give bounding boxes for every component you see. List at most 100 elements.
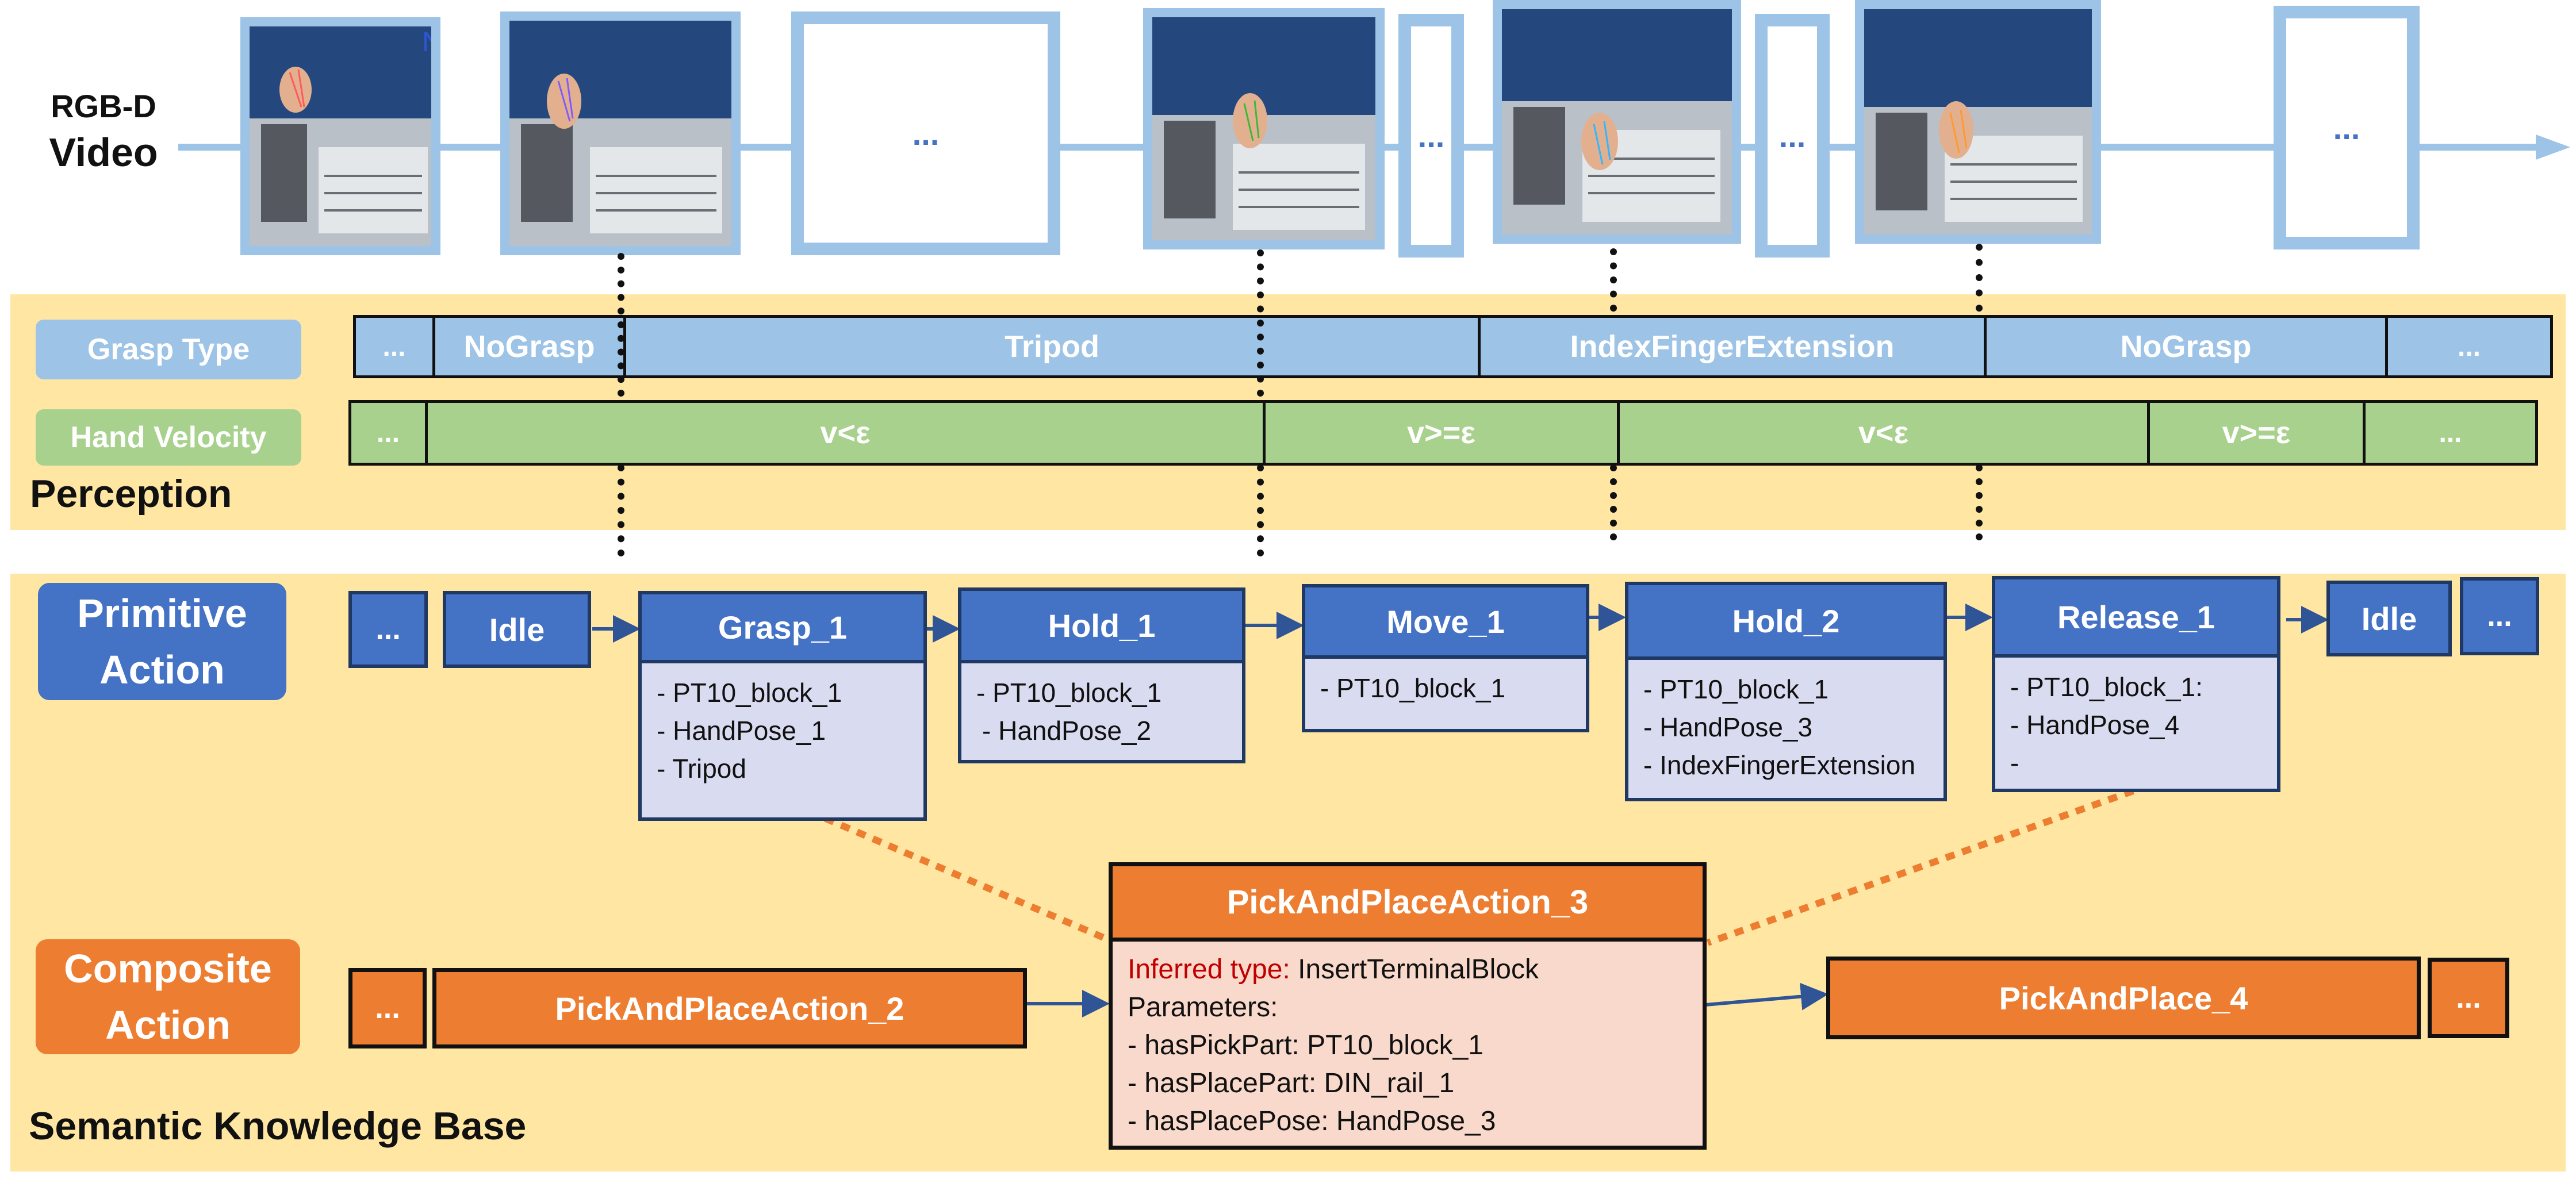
primitive-action-label: Primitive Action: [38, 583, 286, 700]
primitive-action-hold-2: Hold_2 - PT10_block_1 - HandPose_3 - Ind…: [1625, 582, 1947, 801]
idle-text: Idle: [2361, 600, 2417, 637]
frame-image: [1152, 17, 1375, 240]
param-line: - HandPose_4: [2010, 710, 2180, 740]
grasp-segment: NoGrasp: [432, 315, 626, 378]
video-frame-1: No: [240, 17, 440, 255]
composite-action-name: PickAndPlace_4: [1999, 980, 2248, 1016]
primitive-idle-end: Idle: [2326, 581, 2452, 656]
primitive-action-params: - PT10_block_1 - HandPose_3 - IndexFinge…: [1625, 660, 1947, 801]
param-line: - hasPickPart: PT10_block_1: [1128, 1030, 1483, 1061]
primitive-action-params: - PT10_block_1: [1302, 659, 1589, 732]
grasp-type-label: Grasp Type: [36, 320, 301, 379]
param-line: - hasPlacePart: DIN_rail_1: [1128, 1068, 1455, 1098]
ellipsis-text: ...: [2456, 981, 2481, 1015]
primitive-action-title: Hold_1: [958, 587, 1245, 663]
grasp-segment: NoGrasp: [1984, 315, 2388, 378]
ellipsis-text: ...: [1778, 117, 1806, 154]
hand-velocity-label-text: Hand Velocity: [70, 421, 267, 454]
frame-image: [250, 26, 431, 246]
composite-current-action: PickAndPlaceAction_3 Inferred type: Inse…: [1109, 862, 1707, 1150]
frame-image: [509, 21, 731, 246]
composite-action-title: PickAndPlaceAction_3: [1109, 862, 1707, 942]
primitive-action-grasp-1: Grasp_1 - PT10_block_1 - HandPose_1 - Tr…: [638, 591, 927, 821]
hand-velocity-track: ... v<ε v>=ε v<ε v>=ε ...: [348, 400, 2538, 466]
alignment-line: [1610, 464, 1617, 540]
ellipsis-text: ...: [1417, 117, 1445, 154]
velocity-segment: v>=ε: [2147, 400, 2366, 466]
inferred-type-label: Inferred type:: [1128, 954, 1290, 985]
alignment-line: [1976, 464, 1983, 540]
video-frame-5: [1855, 0, 2101, 244]
composite-label-line2: Action: [105, 1003, 231, 1047]
video-frame-3: [1143, 8, 1385, 249]
primitive-action-release-1: Release_1 - PT10_block_1: - HandPose_4 -: [1992, 576, 2280, 792]
primitive-action-title: Hold_2: [1625, 582, 1947, 660]
velocity-segment: v>=ε: [1263, 400, 1620, 466]
parameters-label: Parameters:: [1128, 992, 1278, 1023]
primitive-end-ellipsis: ...: [2460, 577, 2539, 655]
video-frame-placeholder-2: ...: [1398, 14, 1464, 258]
knowledge-base-title: Semantic Knowledge Base: [29, 1104, 527, 1148]
alignment-line: [618, 464, 624, 556]
primitive-start-ellipsis: ...: [348, 591, 428, 668]
grasp-type-label-text: Grasp Type: [87, 333, 250, 366]
inferred-type-line: Inferred type: InsertTerminalBlock: [1128, 951, 1688, 989]
video-frame-placeholder-1: ...: [791, 11, 1060, 255]
primitive-action-move-1: Move_1 - PT10_block_1: [1302, 584, 1589, 732]
primitive-idle-start: Idle: [443, 591, 591, 668]
primitive-label-line2: Action: [99, 647, 225, 692]
primitive-action-hold-1: Hold_1 - PT10_block_1 - HandPose_2: [958, 587, 1245, 763]
video-frame-4: [1493, 0, 1741, 244]
primitive-action-title: Grasp_1: [638, 591, 927, 663]
primitive-action-params: - PT10_block_1 - HandPose_2: [958, 663, 1245, 763]
idle-text: Idle: [489, 611, 545, 648]
param-line: - HandPose_2: [982, 716, 1152, 746]
frame-image: [1502, 9, 1732, 235]
composite-action-name: PickAndPlaceAction_2: [555, 990, 904, 1027]
perception-title: Perception: [30, 472, 232, 516]
param-line: - HandPose_1: [657, 716, 826, 746]
primitive-action-params: - PT10_block_1: - HandPose_4 -: [1992, 658, 2280, 792]
composite-label-line1: Composite: [64, 946, 272, 991]
alignment-line: [618, 253, 624, 397]
video-frame-placeholder-3: ...: [1755, 14, 1830, 258]
ellipsis-text: ...: [912, 115, 940, 152]
composite-action-details: Inferred type: InsertTerminalBlock Param…: [1109, 942, 1707, 1150]
alignment-line: [1257, 464, 1264, 556]
ellipsis-text: ...: [375, 613, 401, 646]
composite-action-label: Composite Action: [36, 939, 300, 1054]
param-line: - PT10_block_1: [976, 678, 1162, 708]
param-line: - PT10_block_1: [1643, 674, 1829, 704]
video-label-line2: Video: [49, 130, 158, 175]
param-line: - PT10_block_1: [1320, 673, 1506, 703]
primitive-label-line1: Primitive: [77, 591, 247, 636]
velocity-segment: ...: [2363, 400, 2538, 466]
velocity-segment: ...: [348, 400, 428, 466]
param-line: - PT10_block_1:: [2010, 672, 2203, 702]
primitive-action-title: Release_1: [1992, 576, 2280, 658]
video-frame-placeholder-4: ...: [2274, 6, 2420, 249]
video-label: RGB-D Video: [23, 86, 184, 178]
inferred-type-value: InsertTerminalBlock: [1298, 954, 1539, 985]
ellipsis-text: ...: [2487, 600, 2512, 633]
grasp-segment: ...: [2385, 315, 2553, 378]
param-line: -: [2010, 748, 2019, 778]
primitive-action-title: Move_1: [1302, 584, 1589, 659]
alignment-line: [1976, 244, 1983, 312]
ellipsis-text: ...: [2333, 109, 2360, 146]
frame-overlay-text: No: [422, 27, 440, 57]
alignment-line: [1257, 249, 1264, 397]
grasp-type-track: ... NoGrasp Tripod IndexFingerExtension …: [353, 315, 2553, 378]
alignment-line: [1610, 248, 1617, 312]
param-line: - Tripod: [657, 754, 746, 783]
primitive-action-params: - PT10_block_1 - HandPose_1 - Tripod: [638, 663, 927, 821]
grasp-segment: IndexFingerExtension: [1478, 315, 1987, 378]
velocity-segment: v<ε: [1617, 400, 2150, 466]
grasp-segment: Tripod: [623, 315, 1481, 378]
hand-velocity-label: Hand Velocity: [36, 409, 301, 466]
param-line: - PT10_block_1: [657, 678, 842, 708]
param-line: - HandPose_3: [1643, 712, 1813, 742]
video-frame-2: [500, 11, 741, 255]
velocity-segment: v<ε: [425, 400, 1266, 466]
